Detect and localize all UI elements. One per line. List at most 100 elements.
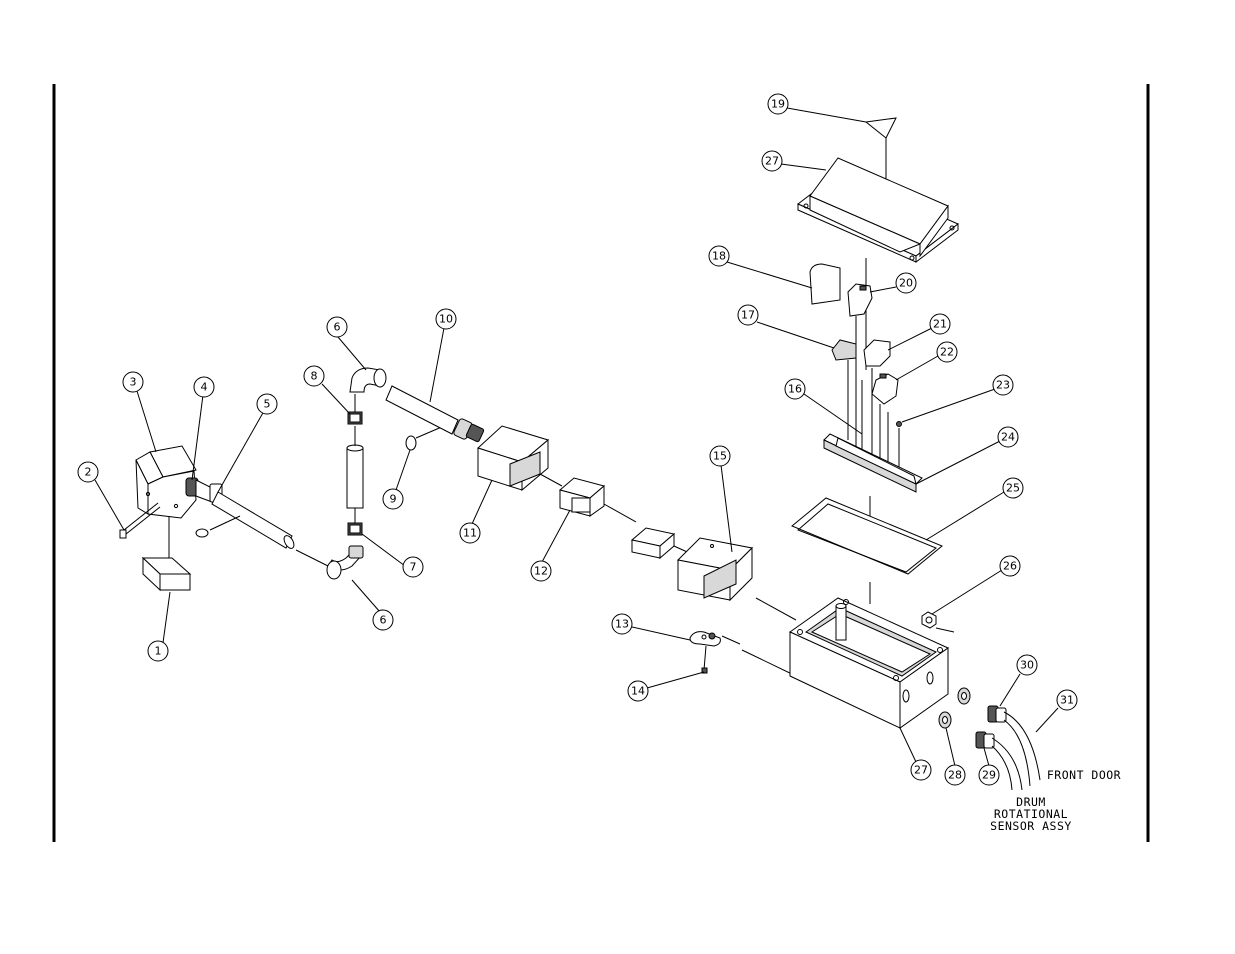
- svg-text:6: 6: [380, 614, 387, 627]
- svg-text:22: 22: [940, 346, 954, 359]
- svg-text:14: 14: [631, 685, 645, 698]
- part-15-box: [676, 537, 754, 602]
- part-29-fitting: [975, 731, 995, 749]
- part-9-oring: [405, 435, 417, 451]
- svg-text:17: 17: [741, 309, 755, 322]
- balloon-3: 3: [122, 371, 144, 393]
- svg-text:4: 4: [201, 381, 208, 394]
- part-12-connector: [558, 477, 606, 517]
- svg-text:9: 9: [390, 493, 397, 506]
- part-6-elbow-upper: [349, 367, 387, 393]
- small-connector: [630, 527, 676, 560]
- svg-text:12: 12: [534, 565, 548, 578]
- drum-label-line2: ROTATIONAL: [994, 807, 1068, 821]
- part-10-tube: [385, 385, 485, 443]
- svg-text:11: 11: [463, 527, 477, 540]
- svg-text:7: 7: [410, 561, 417, 574]
- balloon-20: 20: [895, 272, 917, 294]
- part-18-plate: [809, 263, 841, 305]
- part-13-bracket: [689, 631, 721, 647]
- balloon-1: 1: [147, 640, 169, 662]
- balloon-17: 17: [737, 304, 759, 326]
- balloon-28: 28: [944, 764, 966, 786]
- balloon-26: 26: [999, 555, 1021, 577]
- part-5-tube-lower: [195, 491, 295, 549]
- part-8-nut: [347, 394, 363, 425]
- svg-text:26: 26: [1003, 560, 1017, 573]
- part-3-housing: [135, 445, 197, 519]
- part-2-pin: [119, 502, 161, 539]
- balloon-5: 5: [256, 393, 278, 415]
- part-26-nut: [921, 611, 955, 633]
- part-20-clip: [847, 283, 873, 317]
- leader-lines: [94, 107, 1059, 767]
- svg-text:3: 3: [130, 376, 137, 389]
- svg-text:27: 27: [914, 764, 928, 777]
- svg-text:16: 16: [788, 383, 802, 396]
- part-17-block: [831, 339, 857, 361]
- part-6-elbow-lower: [295, 545, 364, 580]
- part-4-fitting: [185, 477, 223, 503]
- drum-label-line3: SENSOR ASSY: [990, 819, 1072, 833]
- svg-text:25: 25: [1006, 482, 1020, 495]
- balloon-24: 24: [997, 426, 1019, 448]
- balloon-27-box: 27: [910, 759, 932, 781]
- balloon-27-lid: 27: [761, 150, 783, 172]
- svg-text:15: 15: [713, 450, 727, 463]
- balloon-9: 9: [382, 488, 404, 510]
- balloon-23: 23: [992, 374, 1014, 396]
- svg-text:23: 23: [996, 379, 1010, 392]
- svg-text:20: 20: [899, 277, 913, 290]
- part-14-screw: [701, 645, 708, 674]
- part-27-enclosure: [789, 597, 949, 729]
- part-22-clip: [871, 373, 899, 405]
- balloon-11: 11: [459, 522, 481, 544]
- svg-text:10: 10: [439, 313, 453, 326]
- balloon-21: 21: [929, 313, 951, 335]
- svg-text:18: 18: [712, 250, 726, 263]
- balloon-30: 30: [1016, 654, 1038, 676]
- balloon-22: 22: [936, 341, 958, 363]
- balloon-18: 18: [708, 245, 730, 267]
- part-27-lid: [797, 157, 959, 264]
- svg-text:24: 24: [1001, 431, 1015, 444]
- balloon-14: 14: [627, 680, 649, 702]
- balloon-31: 31: [1056, 689, 1078, 711]
- balloon-10: 10: [435, 308, 457, 330]
- balloon-19: 19: [767, 93, 789, 115]
- balloon-15: 15: [709, 445, 731, 467]
- front-door-label: FRONT DOOR: [1047, 768, 1121, 782]
- balloon-4: 4: [193, 376, 215, 398]
- balloon-13: 13: [611, 613, 633, 635]
- balloon-25: 25: [1002, 477, 1024, 499]
- part-24-rail: [823, 433, 923, 493]
- svg-text:27: 27: [765, 155, 779, 168]
- part-7-nut: [347, 522, 363, 536]
- part-1-block: [141, 516, 192, 592]
- drum-label-line1: DRUM: [1016, 795, 1046, 809]
- part-30-fitting: [987, 705, 1007, 723]
- svg-text:29: 29: [982, 769, 996, 782]
- balloon-16: 16: [784, 378, 806, 400]
- svg-text:2: 2: [85, 466, 92, 479]
- balloon-8: 8: [303, 365, 325, 387]
- svg-text:13: 13: [615, 618, 629, 631]
- balloon-12: 12: [530, 560, 552, 582]
- svg-text:19: 19: [771, 98, 785, 111]
- svg-text:5: 5: [264, 398, 271, 411]
- svg-text:31: 31: [1060, 694, 1074, 707]
- alignment-lines: [847, 316, 900, 474]
- part-21-clip: [863, 339, 891, 367]
- balloon-6-upper: 6: [326, 316, 348, 338]
- svg-text:8: 8: [311, 370, 318, 383]
- svg-text:1: 1: [155, 645, 162, 658]
- part-25-gasket: [791, 497, 943, 575]
- vertical-pipe: [346, 426, 364, 523]
- svg-text:28: 28: [948, 769, 962, 782]
- svg-text:6: 6: [334, 321, 341, 334]
- balloon-2: 2: [77, 461, 99, 483]
- balloon-7: 7: [402, 556, 424, 578]
- svg-text:21: 21: [933, 318, 947, 331]
